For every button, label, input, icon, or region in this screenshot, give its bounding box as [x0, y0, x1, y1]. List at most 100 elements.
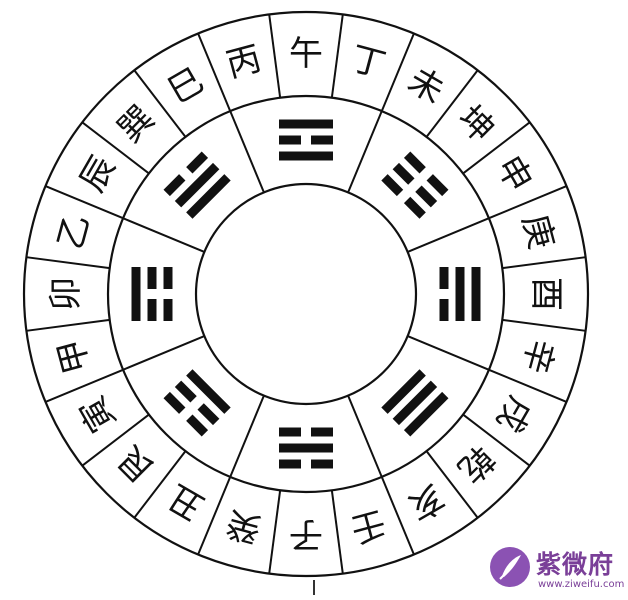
trigram-7 — [439, 267, 481, 321]
mountain-label: 卯 — [46, 277, 86, 311]
mountain-label: 癸 — [222, 502, 265, 549]
trigram-broken-line — [163, 267, 173, 289]
outer-ring-divider — [425, 450, 479, 519]
mountain-label: 壬 — [347, 502, 390, 549]
mountain-label: 午 — [289, 34, 323, 74]
outer-ring-divider — [81, 121, 150, 175]
trigram-solid-line — [455, 267, 465, 321]
middle-ring-divider — [347, 395, 383, 478]
outer-ring-divider — [45, 368, 124, 403]
trigram-solid-line — [131, 267, 141, 321]
trigram-8 — [381, 369, 449, 437]
mountain-label: 辰 — [72, 149, 124, 198]
trigram-broken-line — [311, 135, 333, 145]
middle-ring-divider — [407, 335, 490, 371]
outer-ring-divider — [197, 33, 232, 112]
trigram-broken-line — [439, 267, 449, 289]
trigram-broken-line — [311, 427, 333, 437]
mountain-label: 乙 — [50, 210, 97, 253]
middle-ring-divider — [407, 217, 490, 253]
trigram-solid-line — [381, 369, 426, 414]
outer-ring-divider — [268, 490, 282, 574]
outer-ring-divider — [133, 450, 187, 519]
trigram-solid-line — [471, 267, 481, 321]
outer-ring-divider — [26, 318, 110, 332]
trigram-6 — [381, 151, 449, 219]
mountain-label: 酉 — [526, 277, 566, 311]
trigram-broken-line — [197, 403, 220, 426]
mountain-label: 坤 — [450, 98, 502, 150]
mountain-label: 寅 — [72, 389, 124, 438]
outer-ring-divider — [502, 318, 586, 332]
trigram-solid-line — [279, 119, 333, 129]
feather-logo-icon — [490, 547, 530, 587]
trigram-broken-line — [311, 459, 333, 469]
mountain-label: 乾 — [450, 438, 502, 490]
mountain-label: 艮 — [110, 438, 162, 490]
mountain-label: 丁 — [347, 38, 390, 85]
mountain-labels: 子癸丑艮寅甲卯乙辰巽巳丙午丁未坤申庚酉辛戌乾亥壬 — [46, 34, 566, 554]
mountain-label: 巽 — [110, 98, 162, 150]
trigram-broken-line — [279, 135, 301, 145]
trigram-broken-line — [163, 174, 186, 197]
outer-ring-divider — [380, 33, 415, 112]
outer-ring-divider — [268, 14, 282, 98]
trigram-broken-line — [392, 162, 415, 185]
trigram-3 — [131, 267, 173, 321]
trigram-1 — [279, 427, 333, 469]
mountain-label: 巳 — [161, 60, 210, 112]
outer-ring-divider — [330, 14, 344, 98]
outer-ring-border — [22, 10, 590, 578]
trigram-5 — [279, 119, 333, 161]
bottom-tick-mark — [313, 580, 315, 595]
middle-ring-divider — [347, 110, 383, 193]
middle-ring-divider — [122, 217, 205, 253]
watermark-logo: 紫微府 www.ziweifu.com — [488, 543, 628, 600]
outer-ring-divider — [330, 490, 344, 574]
outer-ring-divider — [45, 185, 124, 220]
trigram-solid-line — [403, 391, 449, 437]
trigram-solid-line — [279, 151, 333, 161]
trigram-broken-line — [426, 174, 449, 197]
mountain-label: 申 — [488, 149, 540, 198]
outer-ring-divider — [197, 476, 232, 555]
trigram-broken-line — [147, 299, 157, 321]
trigram-solid-line — [392, 380, 438, 426]
trigram-broken-line — [186, 414, 209, 437]
trigram-broken-line — [147, 267, 157, 289]
outer-ring-divider — [462, 413, 531, 467]
trigram-broken-line — [439, 299, 449, 321]
trigram-4 — [163, 151, 231, 219]
mountain-label: 戌 — [488, 389, 540, 438]
watermark-brand-text: 紫微府 — [536, 550, 615, 579]
trigram-solid-line — [279, 443, 333, 453]
trigram-broken-line — [186, 151, 209, 174]
trigram-solid-line — [186, 174, 231, 219]
watermark-url: www.ziweifu.com — [538, 579, 625, 590]
middle-ring-divider — [122, 335, 205, 371]
mountain-label: 甲 — [50, 335, 97, 378]
outer-ring-divider — [425, 69, 479, 138]
mountain-label: 辛 — [514, 335, 561, 378]
trigram-broken-line — [174, 380, 197, 403]
middle-ring-divider — [229, 395, 265, 478]
trigram-solid-line — [186, 369, 231, 414]
outer-ring-divider — [502, 256, 586, 270]
mountain-label: 未 — [401, 60, 450, 112]
outer-ring-divider — [488, 185, 567, 220]
trigram-broken-line — [381, 174, 404, 197]
middle-ring-divider — [229, 110, 265, 193]
outer-ring-divider — [380, 476, 415, 555]
mountain-label: 庚 — [514, 210, 561, 253]
outer-ring-divider — [133, 69, 187, 138]
trigram-broken-line — [279, 459, 301, 469]
outer-ring-divider — [488, 368, 567, 403]
trigram-solid-line — [174, 162, 220, 208]
mountain-label: 丑 — [161, 476, 210, 528]
trigram-symbols — [131, 119, 481, 469]
trigram-broken-line — [163, 391, 186, 414]
mountain-label: 亥 — [401, 476, 450, 528]
mountain-label: 子 — [289, 514, 323, 554]
trigram-broken-line — [403, 196, 426, 219]
